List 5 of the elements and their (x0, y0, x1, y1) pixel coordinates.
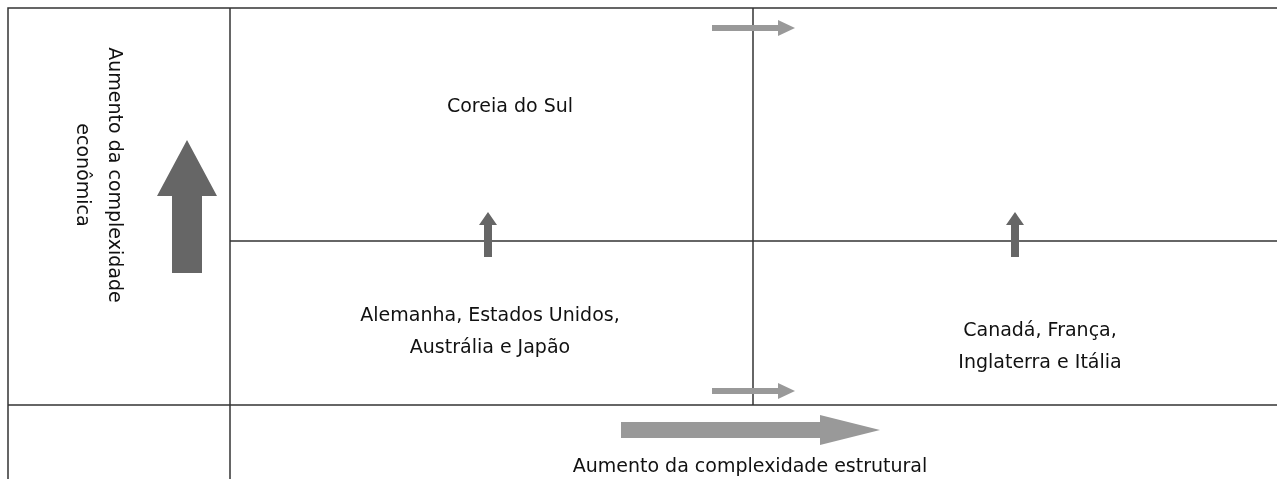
country-label: Canadá, França, Inglaterra e Itália (957, 317, 1123, 374)
axis-label: Aumento da complexidade estrutural (571, 453, 929, 478)
country-label: Coreia do Sul (445, 93, 574, 118)
country-label: Alemanha, Estados Unidos, Austrália e Japão (359, 302, 621, 359)
axis-label: Aumento da complexidade econômica (72, 46, 128, 305)
